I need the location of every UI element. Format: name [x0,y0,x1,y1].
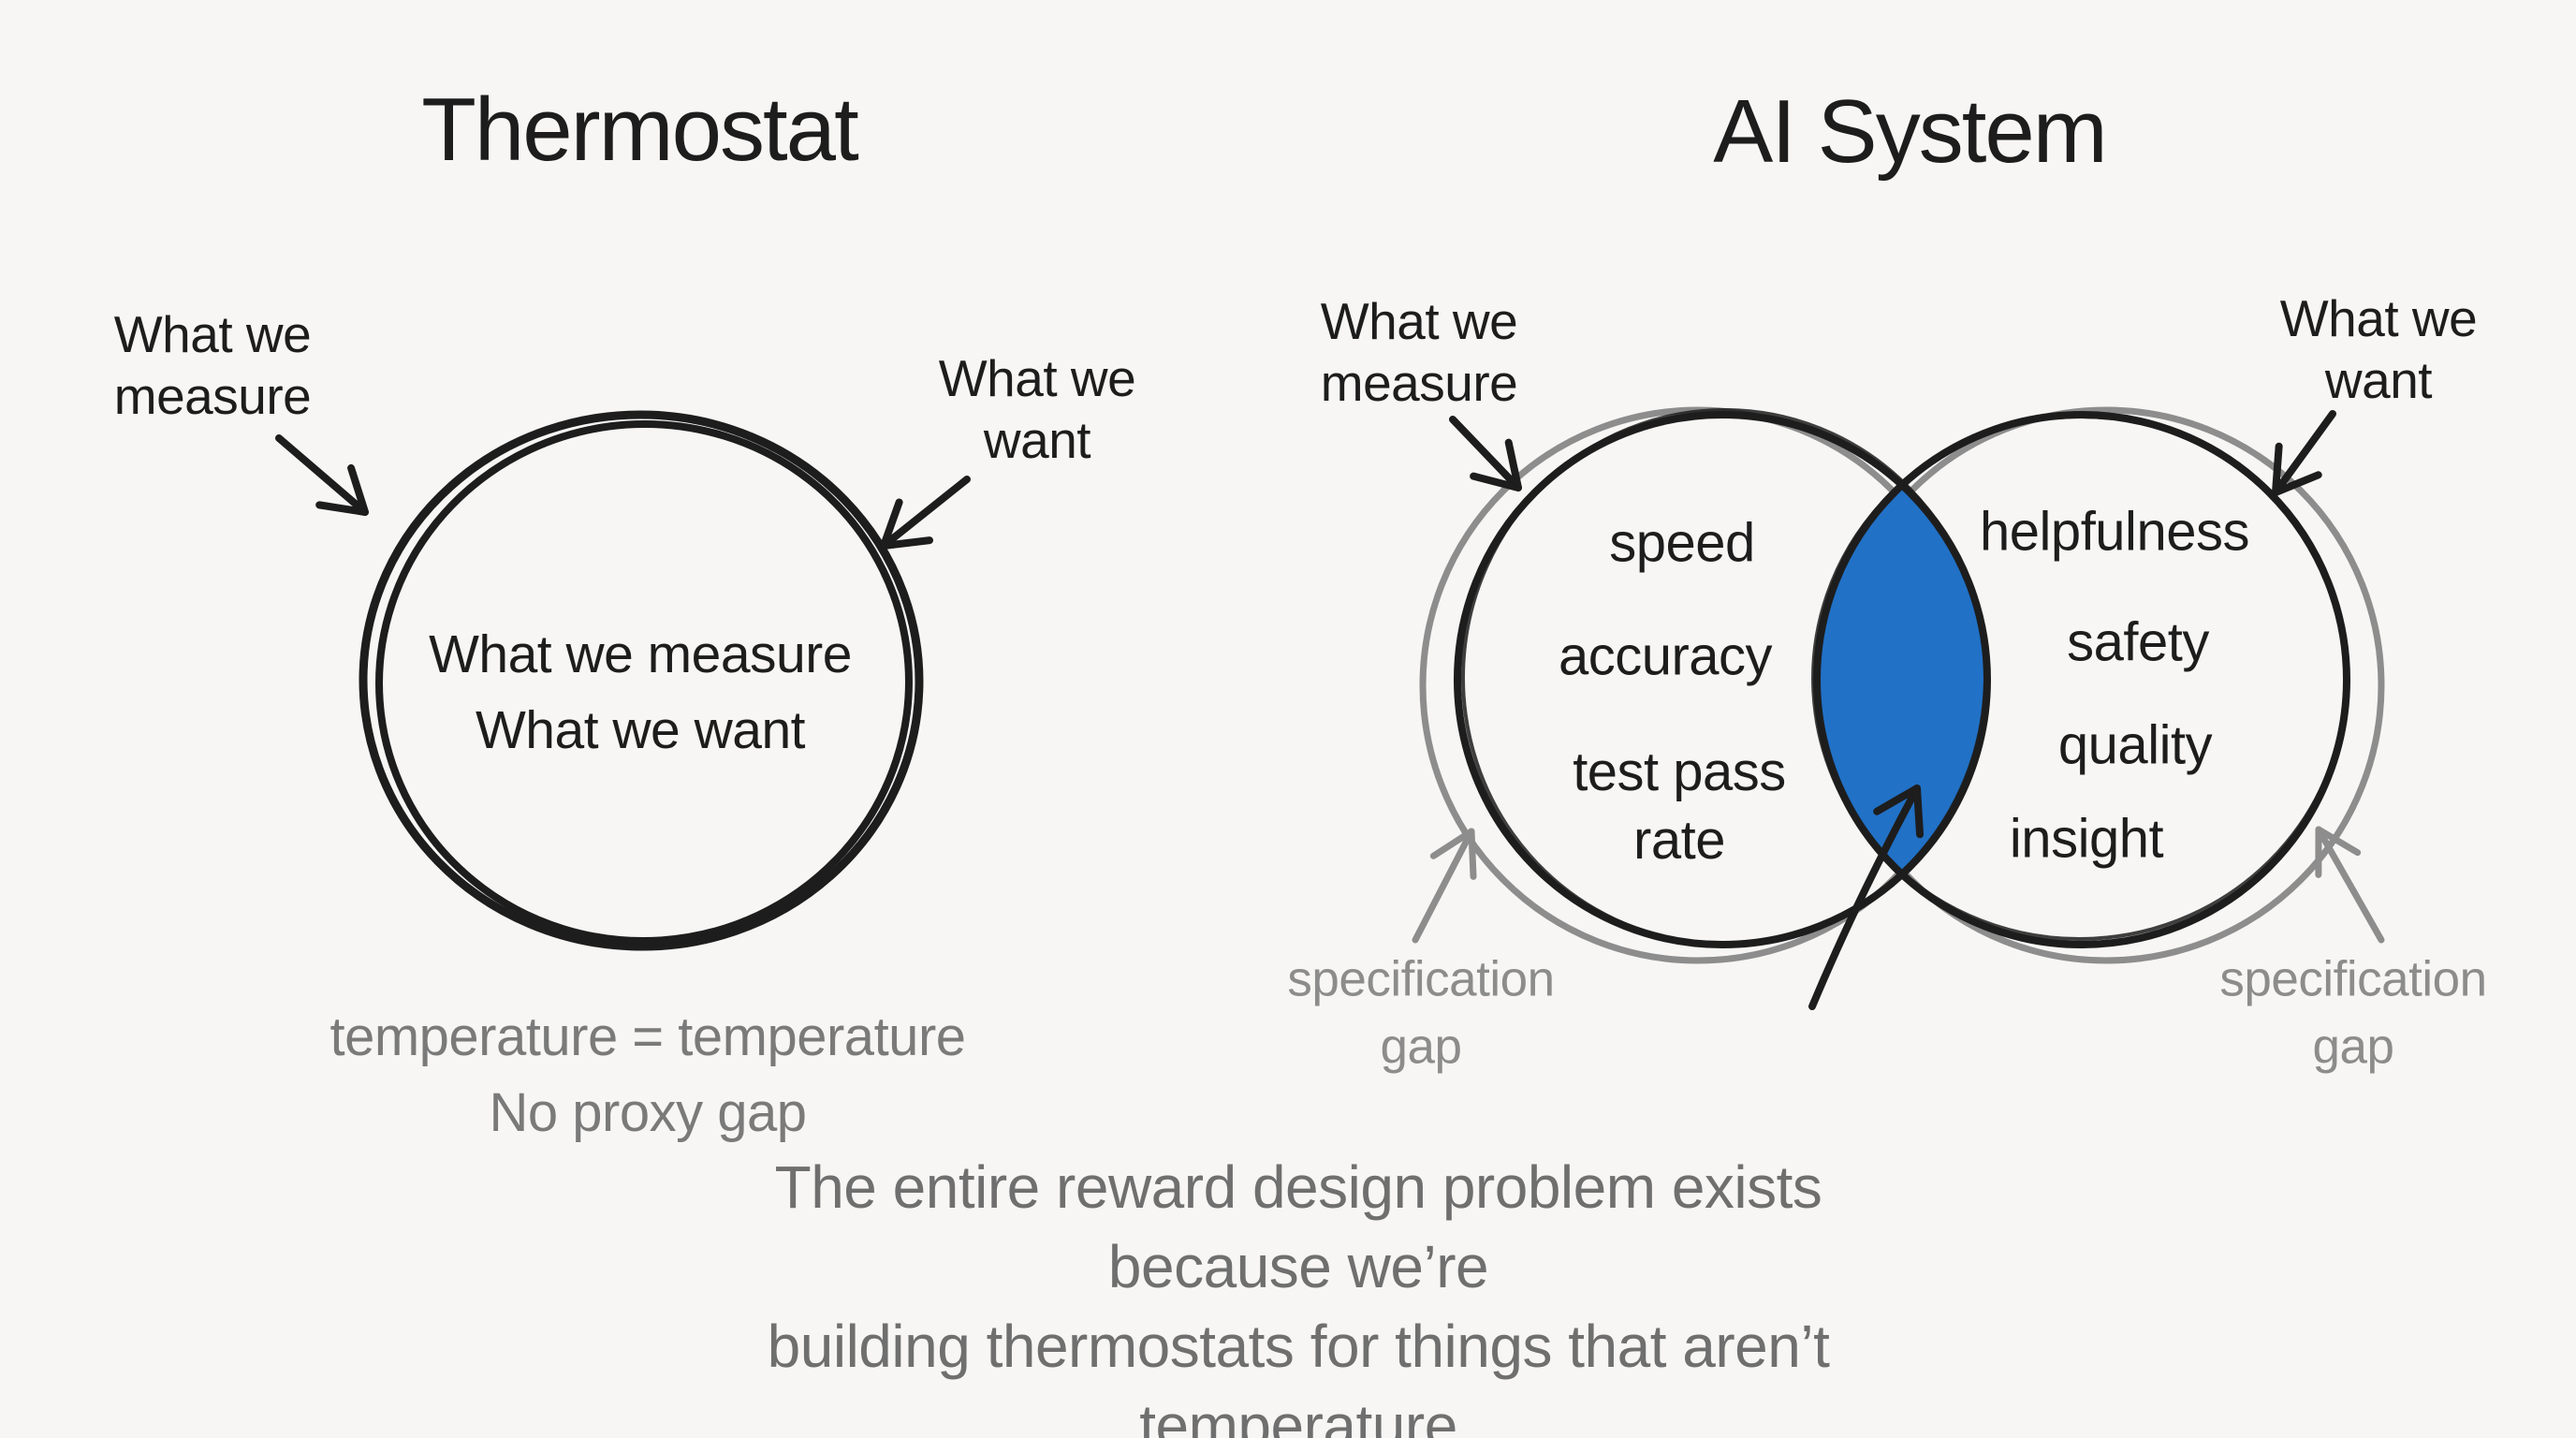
ai-system-title: AI System [1713,81,2107,182]
spec-gap-arrow-left [1412,828,1477,944]
venn-item-helpfulness: helpfulness [1980,501,2249,563]
venn-item-quality: quality [2057,714,2213,776]
thermostat-circle-outer [359,410,924,951]
spec-gap-label-left: specification gap [1287,951,1555,1074]
venn-item-accuracy: accuracy [1558,625,1773,687]
thermostat-title: Thermostat [421,80,858,180]
thermostat-caption: temperature = temperature No proxy gap [329,1005,966,1143]
venn-measure-label: What we measure [1320,292,1518,412]
venn-measure-arrow [1449,416,1522,492]
spec-gap-label-right: specification gap [2219,951,2487,1074]
venn-item-speed: speed [1609,512,1755,574]
footer-caption: The entire reward design problem exists … [767,1152,1830,1438]
venn-want-arrow [2272,410,2336,496]
venn-item-safety: safety [2067,611,2209,673]
spec-gap-arrow-right [2315,826,2385,944]
thermostat-want-label: What we want [938,349,1136,469]
venn-item-insight: insight [2009,808,2164,870]
venn-want-label: What we want [2279,289,2478,409]
thermostat-want-arrow [880,476,971,550]
thermostat-circle-label: What we measure What we want [429,624,852,760]
venn-item-test-pass-rate: test pass rate [1573,741,1786,871]
venn-overlap-arrow [1808,785,1925,1010]
venn-overlap-lens [1816,485,1988,874]
thermostat-measure-arrow [275,434,369,516]
venn-right-circle-sketch [1811,414,2349,942]
venn-left-circle-sketch [1460,408,1988,946]
thermostat-measure-label: What we measure [113,305,312,425]
thermostat-circle-inner [375,419,913,946]
